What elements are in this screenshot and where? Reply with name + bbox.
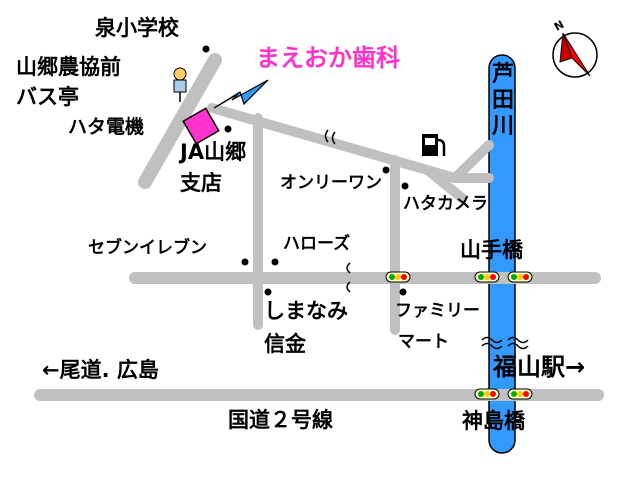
- label-bus-stop-1: 山郷農協前: [16, 55, 121, 79]
- traffic-lights: [385, 271, 533, 400]
- label-shimanami-2: 信金: [264, 332, 306, 356]
- label-hata-camera: ハタカメラ: [403, 194, 488, 214]
- dot-ja: [224, 125, 232, 133]
- clinic-name: まえおか歯科: [256, 44, 400, 72]
- traffic-light-icon: [507, 271, 533, 283]
- traffic-light-icon: [474, 388, 500, 400]
- label-route2: 国道２号線: [228, 408, 333, 432]
- river-name-text: 芦田川: [491, 62, 514, 139]
- traffic-light-icon: [474, 271, 500, 283]
- dot-familymart: [399, 288, 407, 296]
- label-ja-2: 支店: [180, 171, 222, 195]
- dot-only-one: [382, 166, 390, 174]
- river-name: 芦田川: [490, 62, 516, 140]
- label-shimanami-1: しまなみ: [264, 299, 348, 323]
- label-hata-denki: ハタ電機: [68, 116, 145, 138]
- road-break-marks: [324, 129, 529, 350]
- clinic-marker: [182, 107, 220, 145]
- direction-fukuyama: 福山駅→: [493, 353, 586, 381]
- dot-seven-eleven: [241, 258, 249, 266]
- label-harose: ハローズ: [283, 234, 351, 254]
- dot-shimanami: [264, 288, 272, 296]
- label-familymart-2: マート: [398, 332, 449, 352]
- river: [488, 54, 516, 454]
- label-familymart-1: ファミリー: [395, 301, 480, 321]
- road-diagonal-main: [138, 53, 222, 189]
- gas-station-icon: [422, 134, 446, 156]
- bus-stop-icon: [173, 67, 187, 102]
- landmark-dots: [202, 45, 409, 296]
- compass-icon: N: [552, 18, 598, 78]
- direction-onomichi: ←尾道. 広島: [42, 358, 159, 382]
- compass-north-label: N: [552, 18, 566, 34]
- dot-school: [202, 45, 210, 53]
- label-seven-eleven: セブンイレブン: [88, 238, 207, 258]
- label-ja-1: JA山郷: [180, 140, 247, 164]
- bridge-kanjima: 神島橋: [462, 409, 525, 433]
- arrow-icon: [213, 79, 269, 109]
- dot-hata-camera: [401, 182, 409, 190]
- label-bus-stop-2: バス亭: [16, 85, 79, 109]
- bridge-yamate: 山手橋: [460, 238, 523, 262]
- road-ne-branch: [450, 140, 494, 183]
- label-school: 泉小学校: [95, 16, 179, 40]
- traffic-light-icon: [507, 388, 533, 400]
- traffic-light-icon: [385, 271, 411, 283]
- road-hatacamera-connector: [425, 167, 467, 203]
- dot-harose: [271, 258, 279, 266]
- label-only-one: オンリーワン: [280, 173, 382, 193]
